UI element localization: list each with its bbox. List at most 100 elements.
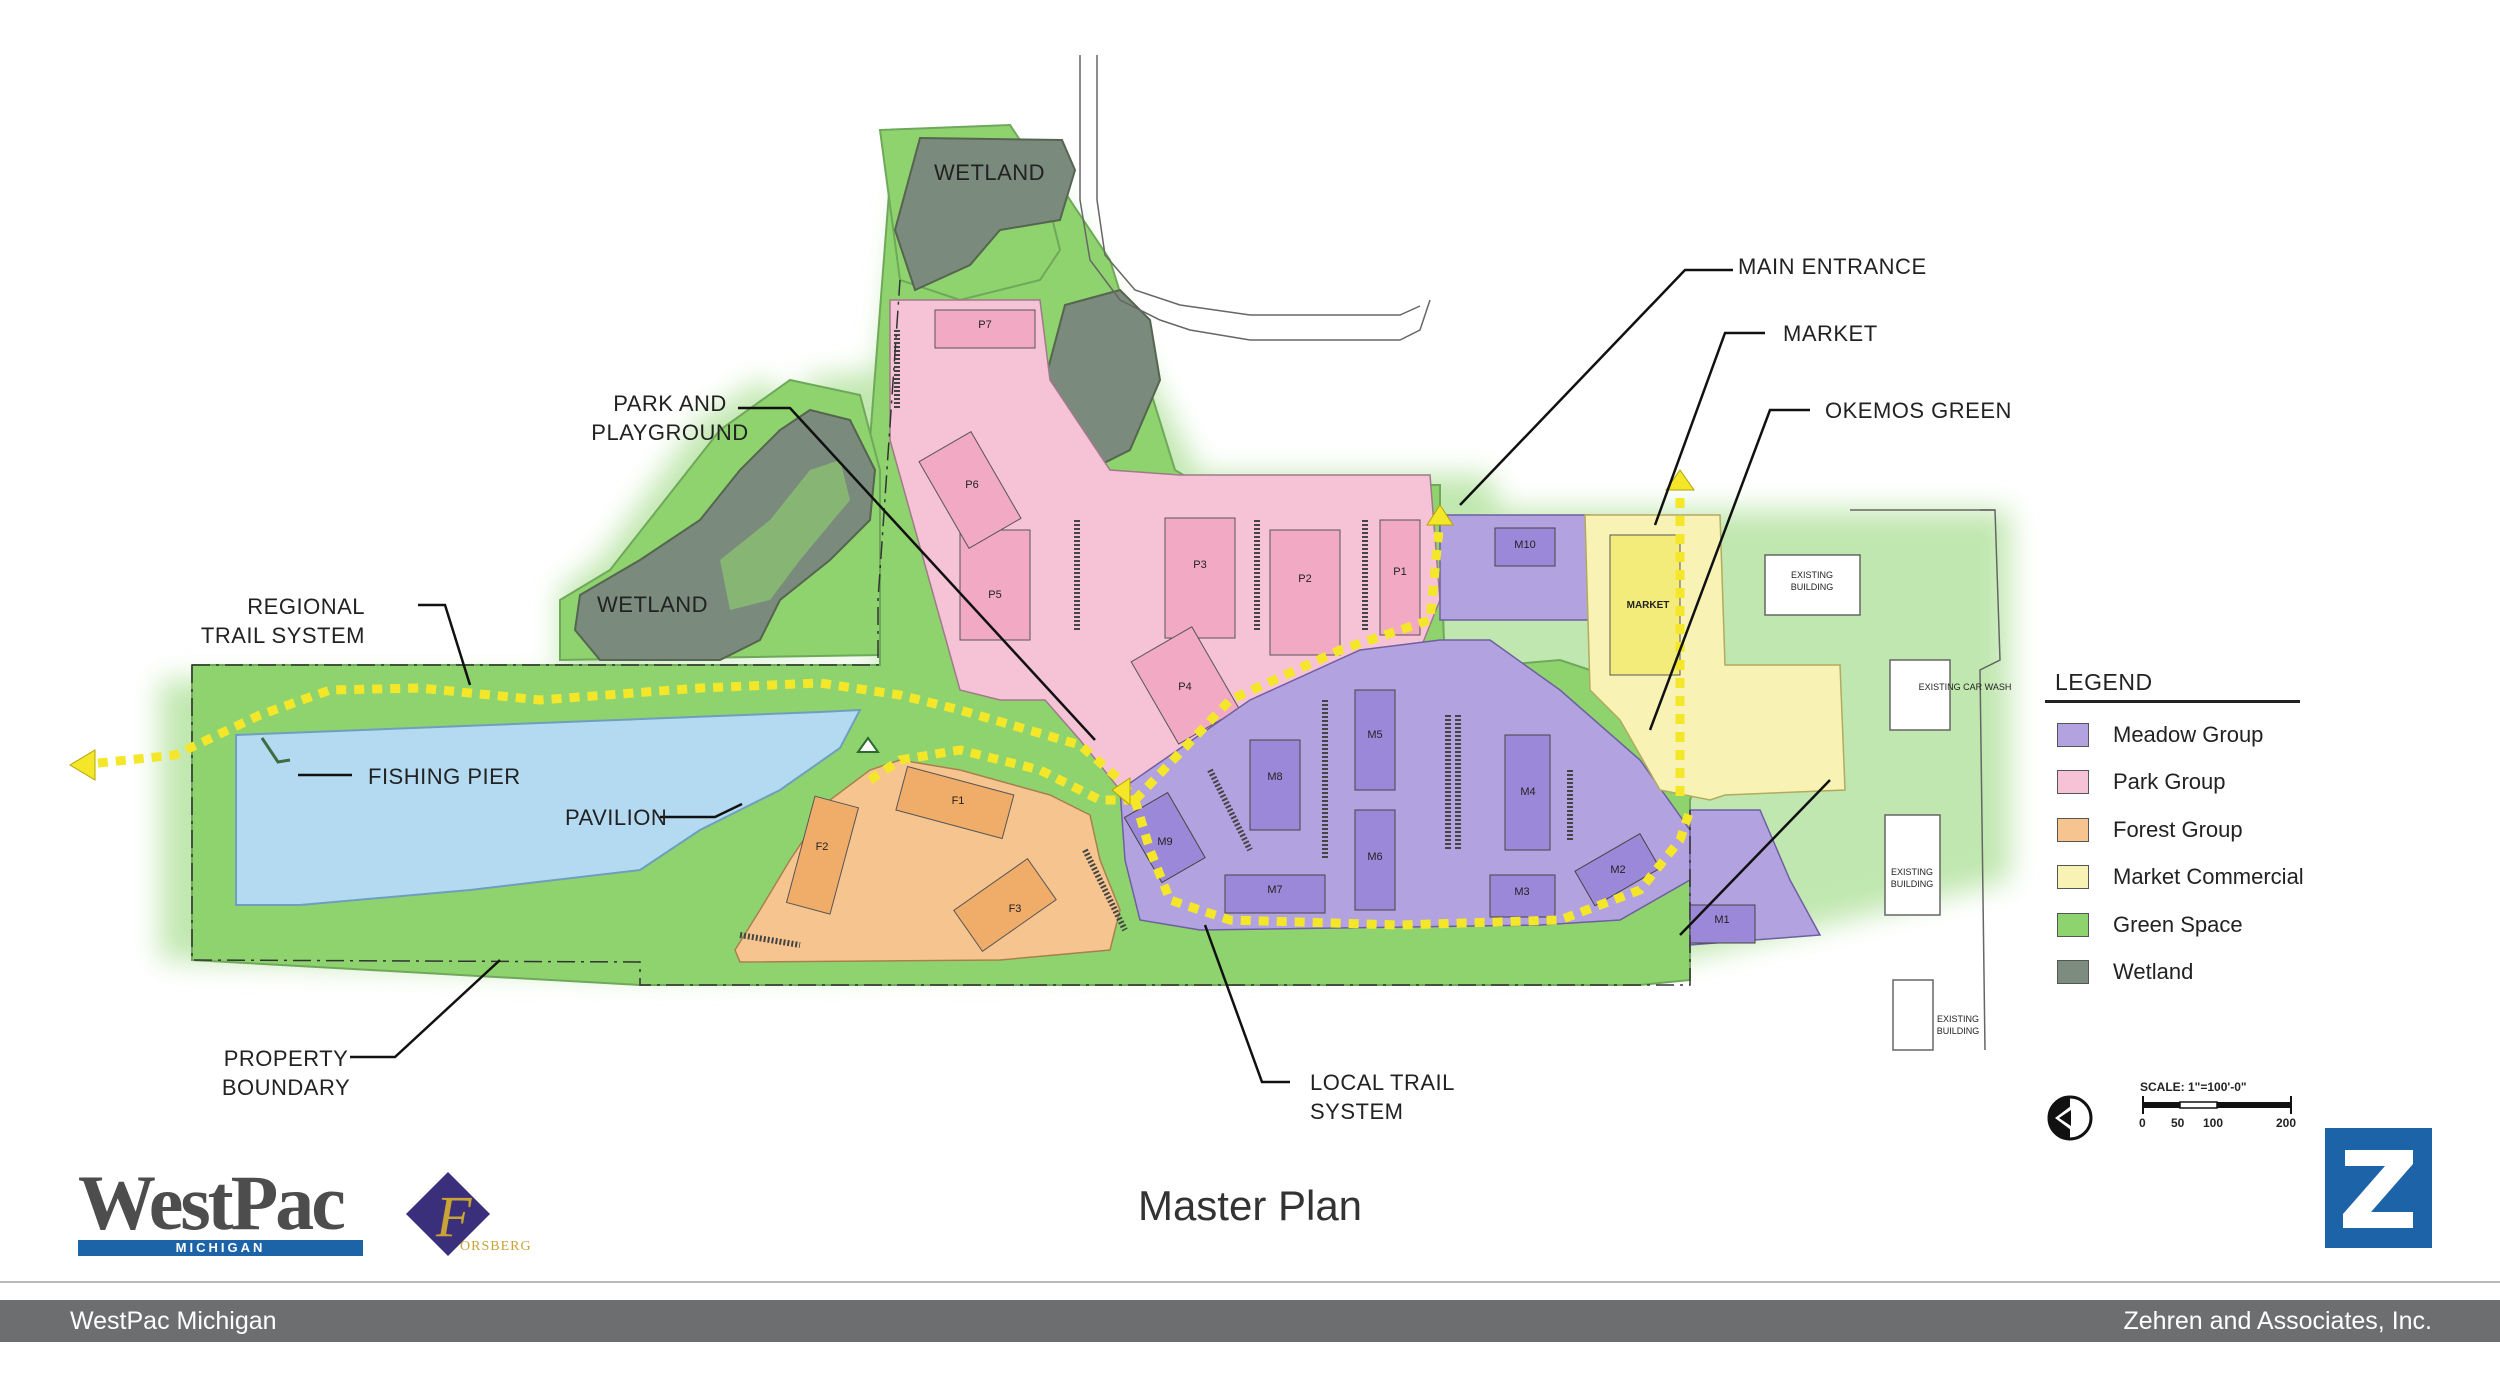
legend-swatch — [2057, 865, 2089, 890]
building-labels: P7 P6 P5 P4 P3 P2 P1 M10 M9 M8 M7 M6 M5 … — [816, 319, 2012, 1036]
legend-item: Market Commercial — [2045, 854, 2305, 902]
building-label: P3 — [1193, 559, 1206, 571]
wetland-north-label: WETLAND — [934, 160, 1046, 185]
footer-divider — [0, 1281, 2500, 1283]
building-label: P1 — [1393, 566, 1406, 578]
legend-item: Forest Group — [2045, 806, 2305, 854]
building-label: M9 — [1157, 836, 1172, 848]
pavilion-icon — [856, 736, 880, 753]
footer-band: WestPac Michigan Zehren and Associates, … — [0, 1300, 2500, 1342]
building-label: P7 — [978, 319, 991, 331]
existing-building-label: BUILDING — [1891, 879, 1934, 889]
building-label: F2 — [816, 841, 829, 853]
north-arrow-icon — [2047, 1095, 2093, 1141]
legend-swatch — [2057, 912, 2089, 937]
market-label: MARKET — [1783, 321, 1878, 346]
westpac-logo: WestPac MICHIGAN — [78, 1159, 368, 1260]
market-building-label: MARKET — [1627, 600, 1670, 611]
legend-swatch — [2057, 770, 2089, 795]
building-label: M6 — [1367, 851, 1382, 863]
building-label: F1 — [952, 795, 965, 807]
building-label: F3 — [1009, 903, 1022, 915]
okemos-green-label: OKEMOS GREEN — [1825, 398, 2012, 423]
local-trail-line2: SYSTEM — [1310, 1099, 1404, 1124]
scale-tick: 200 — [2276, 1116, 2297, 1130]
scale-graphic — [2142, 1096, 2292, 1114]
building-label: M4 — [1520, 786, 1535, 798]
legend-label: Park Group — [2113, 769, 2226, 795]
legend-label: Wetland — [2113, 959, 2194, 985]
regional-trail — [79, 480, 1695, 930]
legend-label: Meadow Group — [2113, 721, 2264, 747]
building-label: M3 — [1514, 886, 1529, 898]
existing-car-wash-label: EXISTING CAR WASH — [1919, 682, 2012, 692]
building-label: M10 — [1514, 539, 1535, 551]
scale-title: SCALE: 1"=100'-0" — [2140, 1080, 2247, 1094]
building-label: P2 — [1298, 573, 1311, 585]
zehren-logo — [2325, 1128, 2432, 1248]
building-label: M5 — [1367, 729, 1382, 741]
existing-building-label: EXISTING — [1937, 1014, 1979, 1024]
forest-group-area — [734, 759, 1121, 963]
forsberg-logo: F ORSBERG — [406, 1172, 532, 1256]
scale-tick: 100 — [2203, 1116, 2224, 1130]
fishing-pier-label: FISHING PIER — [368, 764, 521, 789]
main-entrance-label: MAIN ENTRANCE — [1738, 254, 1927, 279]
existing-building-label: BUILDING — [1791, 582, 1834, 592]
page-title: Master Plan — [1137, 1182, 1363, 1229]
property-boundary-line2: BOUNDARY — [221, 1075, 351, 1100]
pavilion-label: PAVILION — [565, 805, 668, 830]
westpac-subtitle: MICHIGAN — [78, 1240, 363, 1256]
local-trail-line1: LOCAL TRAIL — [1310, 1070, 1455, 1095]
existing-building-label: BUILDING — [1937, 1026, 1980, 1036]
parking-stalls — [739, 330, 1573, 948]
legend-swatch — [2057, 817, 2089, 842]
building-label: M8 — [1267, 771, 1282, 783]
local-trail-label: LOCAL TRAIL SYSTEM — [1310, 1068, 1455, 1126]
forsberg-initial: F — [435, 1184, 472, 1249]
forsberg-wordmark: ORSBERG — [460, 1239, 532, 1254]
property-boundary-label: PROPERTY BOUNDARY — [196, 1044, 376, 1102]
building-label: M2 — [1610, 864, 1625, 876]
building-label: P6 — [965, 479, 978, 491]
scale-bar: SCALE: 1"=100'-0" 0 50 100 200 — [2139, 1080, 2300, 1132]
scale-tick: 0 — [2139, 1116, 2146, 1130]
existing-building-label: EXISTING — [1791, 570, 1833, 580]
meadow-group-area — [1119, 514, 1822, 946]
scale-tick: 50 — [2171, 1116, 2185, 1130]
building-label: P4 — [1178, 681, 1191, 693]
scale-ticks: 0 50 100 200 — [2139, 1116, 2300, 1132]
building-label: M1 — [1714, 914, 1729, 926]
property-boundary-line1: PROPERTY — [223, 1046, 349, 1071]
master-plan-map: P7 P6 P5 P4 P3 P2 P1 M10 M9 M8 M7 M6 M5 … — [69, 55, 2012, 1084]
roads — [1079, 55, 2001, 1051]
building-label: P5 — [988, 589, 1001, 601]
park-playground-line1: PARK AND — [613, 391, 727, 416]
westpac-wordmark: WestPac — [78, 1159, 346, 1246]
legend-item: Park Group — [2045, 759, 2305, 807]
legend-label: Green Space — [2113, 911, 2243, 937]
park-playground-label: PARK AND PLAYGROUND — [560, 389, 780, 447]
regional-trail-line1: REGIONAL — [247, 594, 365, 619]
legend-label: Market Commercial — [2113, 864, 2304, 890]
wetland-west-label: WETLAND — [597, 592, 709, 617]
pond — [235, 708, 862, 906]
legend-label: Forest Group — [2113, 816, 2243, 842]
legend-item: Green Space — [2045, 901, 2305, 949]
legend-swatch — [2057, 722, 2089, 747]
legend-item: Wetland — [2045, 949, 2305, 997]
building-label: M7 — [1267, 884, 1282, 896]
legend-title: LEGEND — [2045, 665, 2300, 703]
fishing-pier-icon — [260, 737, 291, 764]
legend-item: Meadow Group — [2045, 711, 2305, 759]
legend-swatch — [2057, 960, 2089, 985]
footer-left-text: WestPac Michigan — [70, 1307, 277, 1335]
existing-building-label: EXISTING — [1891, 867, 1933, 877]
footer-right-text: Zehren and Associates, Inc. — [2123, 1307, 2432, 1335]
regional-trail-label: REGIONAL TRAIL SYSTEM — [190, 592, 365, 650]
trail-arrows — [69, 469, 1695, 807]
regional-trail-line2: TRAIL SYSTEM — [200, 623, 365, 648]
park-playground-line2: PLAYGROUND — [591, 420, 749, 445]
